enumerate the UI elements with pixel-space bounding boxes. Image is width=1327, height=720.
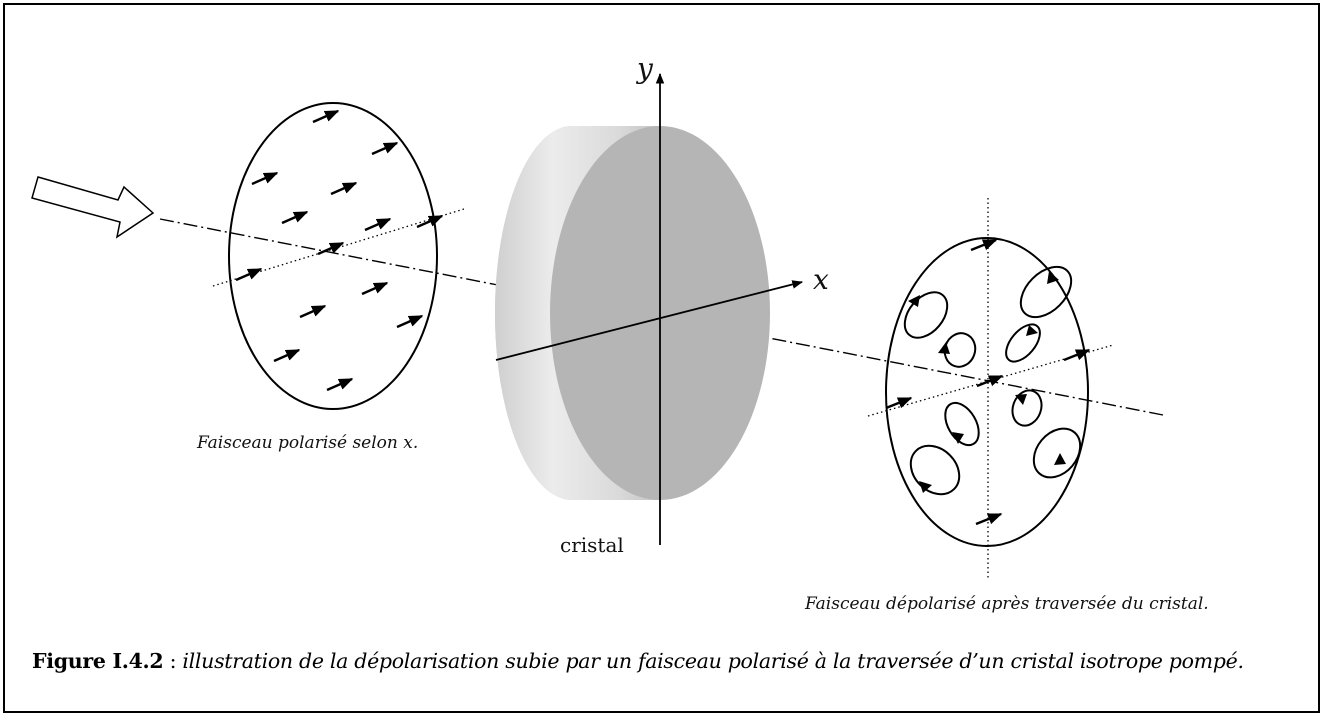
- figure-number: Figure I.4.2: [32, 649, 164, 673]
- output-rotation-arrowheads: [908, 271, 1066, 493]
- output-linear-arrows: [885, 238, 1091, 526]
- y-axis-label: y: [635, 52, 654, 85]
- input-beam-label: Faisceau polarisé selon x.: [196, 433, 418, 453]
- figure-caption: Figure I.4.2 : illustration de la dépola…: [32, 649, 1302, 673]
- caption-separator: :: [163, 649, 183, 673]
- x-axis: [495, 280, 804, 361]
- crystal-disc: [495, 126, 770, 500]
- output-beam-ellipse: [885, 237, 1089, 547]
- output-elliptical-polarization: [903, 265, 1082, 496]
- crystal-label: cristal: [560, 533, 624, 557]
- output-beam-label: Faisceau dépolarisé après traversée du c…: [804, 594, 1209, 614]
- x-axis-label: x: [813, 263, 829, 296]
- input-beam-ellipse: [228, 102, 438, 410]
- caption-text: illustration de la dépolarisation subie …: [182, 649, 1244, 673]
- input-polarization-arrows: [235, 109, 444, 392]
- incoming-beam-arrow: [31, 176, 155, 239]
